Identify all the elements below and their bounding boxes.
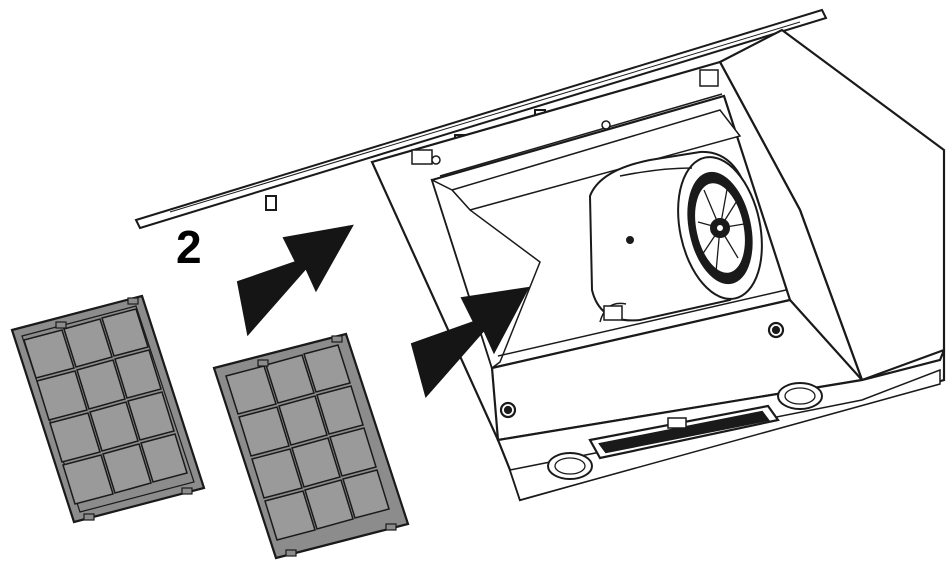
- carbon-filter-icon: [10, 294, 206, 524]
- carbon-filter-icon: [212, 332, 410, 560]
- step-number: 2: [176, 221, 202, 273]
- led-light-icon: [777, 382, 823, 410]
- insert-arrow-icon: [236, 224, 354, 337]
- control-panel: [588, 404, 780, 460]
- insert-arrow-icon: [410, 286, 530, 399]
- led-light-icon: [547, 452, 593, 480]
- fan-motor-icon: [588, 150, 763, 323]
